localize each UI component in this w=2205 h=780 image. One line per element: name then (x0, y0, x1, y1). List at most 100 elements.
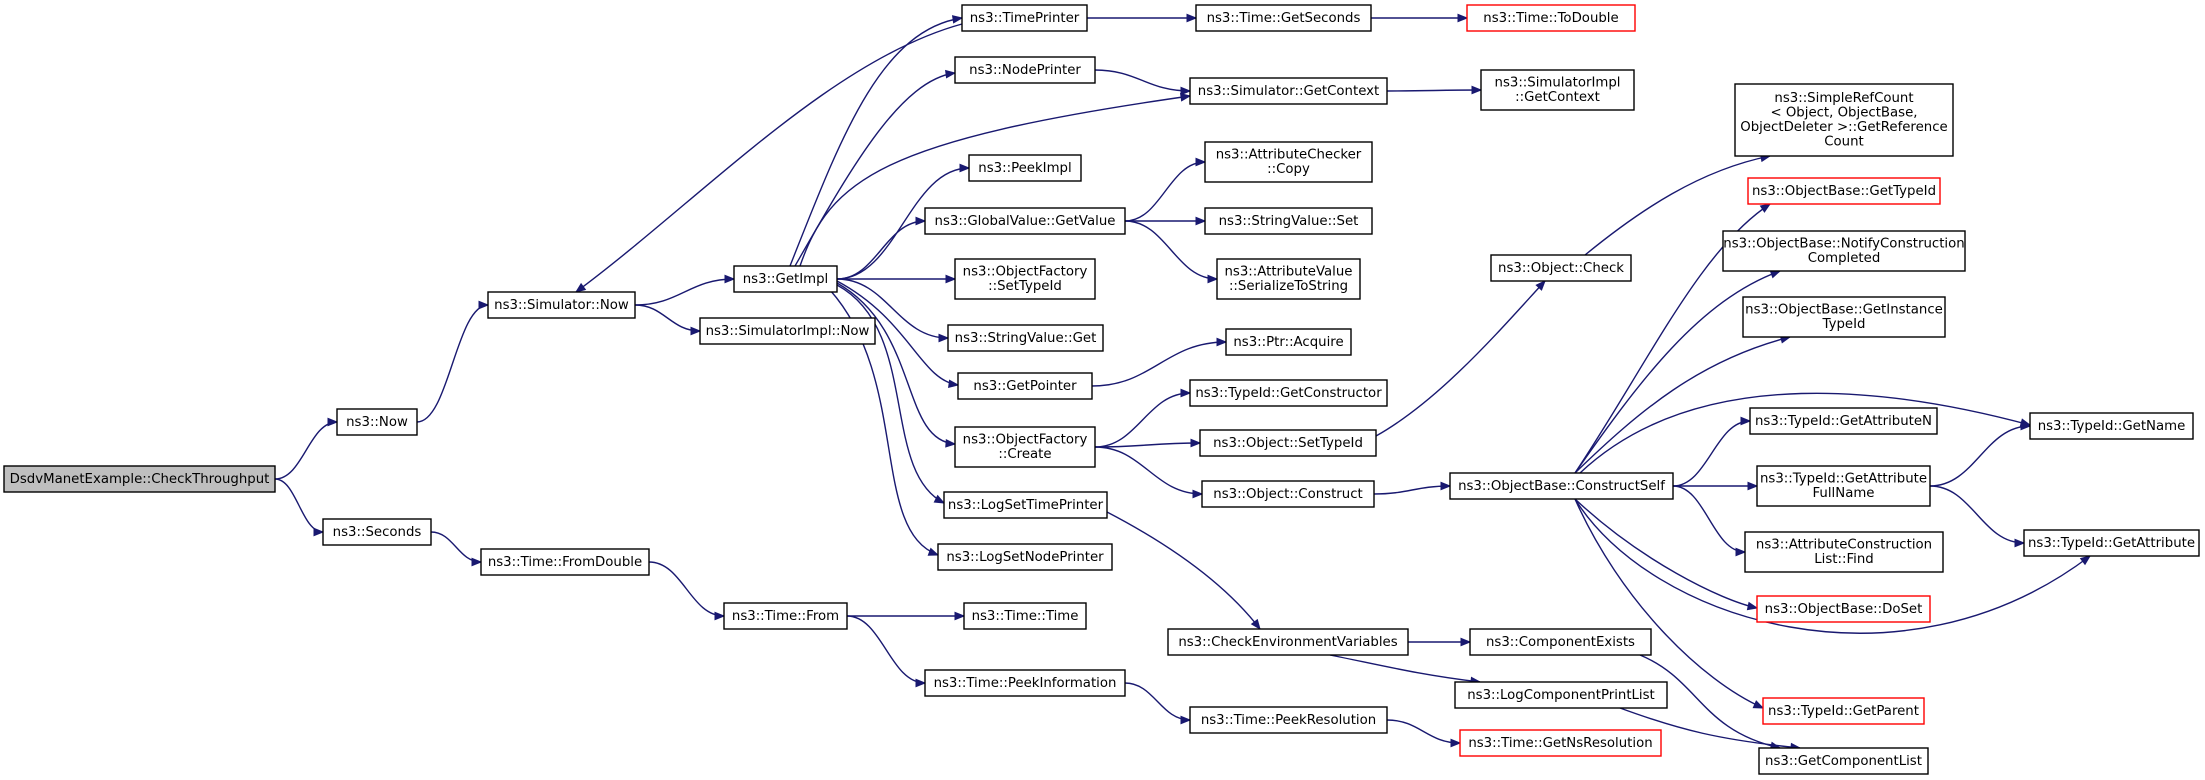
node-time-time[interactable]: ns3::Time::Time (963, 602, 1087, 630)
node-check-throughput[interactable]: DsdvManetExample::CheckThroughput (3, 465, 276, 493)
edge-object-base-construct-self-to-object-base-get-instance-type-id (1574, 335, 1792, 474)
node-box (3, 465, 276, 493)
node-time-get-ns-resolution[interactable]: ns3::Time::GetNsResolution (1459, 729, 1662, 757)
edge-object-construct-to-object-base-construct-self (1373, 481, 1452, 495)
node-time-to-double[interactable]: ns3::Time::ToDouble (1466, 4, 1636, 32)
edge-object-base-construct-self-to-object-base-do-set (1574, 498, 1759, 611)
node-box (947, 324, 1104, 352)
node-node-printer[interactable]: ns3::NodePrinter (954, 56, 1096, 84)
node-type-id-get-attribute[interactable]: ns3::TypeId::GetAttribute (2023, 529, 2200, 557)
node-label: ns3::ObjectBase::DoSet (1765, 602, 1923, 617)
node-label: ObjectDeleter >::GetReference (1740, 120, 1947, 135)
node-global-value-get-value[interactable]: ns3::GlobalValue::GetValue (924, 207, 1126, 235)
edge-get-impl-to-string-value-get (836, 278, 950, 343)
node-object-base-notify-construction-completed[interactable]: ns3::ObjectBase::NotifyConstructionCompl… (1722, 230, 1966, 272)
node-string-value-get[interactable]: ns3::StringValue::Get (947, 324, 1104, 352)
node-log-set-node-printer[interactable]: ns3::LogSetNodePrinter (937, 543, 1113, 571)
edge-seconds-to-time-from-double (430, 531, 483, 567)
node-peek-impl[interactable]: ns3::PeekImpl (968, 154, 1082, 182)
node-time-from[interactable]: ns3::Time::From (723, 602, 848, 630)
node-object-base-get-type-id[interactable]: ns3::ObjectBase::GetTypeId (1747, 177, 1941, 205)
node-box (487, 291, 636, 319)
node-attribute-checker-copy[interactable]: ns3::AttributeChecker::Copy (1204, 141, 1373, 183)
node-attribute-value-serialize[interactable]: ns3::AttributeValue::SerializeToString (1216, 258, 1361, 300)
node-box (1490, 254, 1632, 282)
node-object-base-do-set[interactable]: ns3::ObjectBase::DoSet (1756, 595, 1931, 623)
node-label: ::SetTypeId (988, 279, 1062, 294)
node-check-environment-variables[interactable]: ns3::CheckEnvironmentVariables (1167, 628, 1409, 656)
edge-get-impl-to-node-printer (794, 69, 957, 267)
node-get-pointer[interactable]: ns3::GetPointer (957, 372, 1093, 400)
node-type-id-get-attribute-n[interactable]: ns3::TypeId::GetAttributeN (1749, 407, 1938, 435)
node-type-id-get-parent[interactable]: ns3::TypeId::GetParent (1762, 697, 1925, 725)
node-label: ns3::GetImpl (743, 272, 828, 287)
edge-get-impl-to-log-set-time-printer (836, 284, 946, 504)
node-box (1722, 230, 1966, 272)
node-label: ns3::SimulatorImpl::Now (706, 324, 870, 339)
node-box (1195, 4, 1372, 32)
node-simple-ref-count-get-reference-count[interactable]: ns3::SimpleRefCount< Object, ObjectBase,… (1734, 83, 1954, 157)
node-time-printer[interactable]: ns3::TimePrinter (961, 4, 1088, 32)
node-object-check[interactable]: ns3::Object::Check (1490, 254, 1632, 282)
edge-time-get-seconds-to-time-to-double (1371, 13, 1469, 23)
node-object-factory-set-type-id[interactable]: ns3::ObjectFactory::SetTypeId (954, 258, 1096, 300)
node-get-component-list[interactable]: ns3::GetComponentList (1758, 747, 1929, 775)
node-box (968, 154, 1082, 182)
node-time-from-double[interactable]: ns3::Time::FromDouble (480, 548, 650, 576)
node-label: ns3::Time::GetSeconds (1207, 11, 1361, 26)
edge-time-from-to-time-peek-information (846, 615, 927, 688)
edge-global-value-get-value-to-attribute-value-serialize (1124, 220, 1219, 284)
node-get-impl[interactable]: ns3::GetImpl (733, 265, 838, 293)
node-box (954, 258, 1096, 300)
node-box (699, 317, 876, 345)
node-now[interactable]: ns3::Now (336, 408, 418, 436)
node-label: ns3::SimpleRefCount (1774, 91, 1913, 106)
node-label: ::SerializeToString (1229, 279, 1348, 294)
node-time-peek-resolution[interactable]: ns3::Time::PeekResolution (1189, 706, 1388, 734)
node-box (1762, 697, 1925, 725)
node-object-construct[interactable]: ns3::Object::Construct (1201, 480, 1375, 508)
node-object-base-construct-self[interactable]: ns3::ObjectBase::ConstructSelf (1449, 472, 1674, 500)
node-label: ns3::Ptr::Acquire (1233, 335, 1343, 350)
node-ptr-acquire[interactable]: ns3::Ptr::Acquire (1225, 328, 1352, 356)
edge-object-set-type-id-to-object-check (1375, 280, 1546, 437)
node-box (2029, 412, 2194, 440)
node-label: ns3::ObjectFactory (963, 265, 1088, 280)
node-object-set-type-id[interactable]: ns3::Object::SetTypeId (1199, 429, 1377, 457)
node-box (1756, 595, 1931, 623)
node-box (1204, 207, 1373, 235)
node-label: ns3::Time::ToDouble (1483, 11, 1618, 26)
edge-global-value-get-value-to-string-value-set (1125, 216, 1207, 226)
node-simulator-get-context[interactable]: ns3::Simulator::GetContext (1189, 77, 1388, 105)
node-time-get-seconds[interactable]: ns3::Time::GetSeconds (1195, 4, 1372, 32)
node-label: ns3::LogSetTimePrinter (948, 498, 1104, 513)
node-simulator-impl-now[interactable]: ns3::SimulatorImpl::Now (699, 317, 876, 345)
node-object-factory-create[interactable]: ns3::ObjectFactory::Create (954, 426, 1096, 468)
edge-global-value-get-value-to-attribute-checker-copy (1124, 157, 1207, 222)
node-label: ns3::Object::Construct (1213, 487, 1362, 502)
node-seconds[interactable]: ns3::Seconds (322, 518, 432, 546)
node-label: ns3::Time::PeekInformation (934, 676, 1117, 691)
node-box (1189, 379, 1388, 407)
node-time-peek-information[interactable]: ns3::Time::PeekInformation (924, 669, 1126, 697)
node-log-set-time-printer[interactable]: ns3::LogSetTimePrinter (943, 491, 1108, 519)
node-type-id-get-name[interactable]: ns3::TypeId::GetName (2029, 412, 2194, 440)
edge-layer (274, 13, 2092, 752)
node-label: ns3::AttributeValue (1224, 265, 1352, 280)
node-component-exists[interactable]: ns3::ComponentExists (1469, 628, 1652, 656)
node-box (1758, 747, 1929, 775)
node-simulator-now[interactable]: ns3::Simulator::Now (487, 291, 636, 319)
node-string-value-set[interactable]: ns3::StringValue::Set (1204, 207, 1373, 235)
node-label: ns3::TypeId::GetAttributeN (1755, 414, 1932, 429)
node-type-id-get-constructor[interactable]: ns3::TypeId::GetConstructor (1189, 379, 1388, 407)
node-simulator-impl-get-context[interactable]: ns3::SimulatorImpl::GetContext (1480, 69, 1635, 111)
edge-object-base-construct-self-to-object-base-get-type-id (1574, 203, 1772, 474)
node-box (1167, 628, 1409, 656)
edge-object-base-construct-self-to-type-id-get-attribute-full-name (1673, 481, 1759, 491)
node-label: ns3::AttributeChecker (1216, 148, 1362, 163)
node-log-component-print-list[interactable]: ns3::LogComponentPrintList (1454, 681, 1668, 709)
node-box (322, 518, 432, 546)
